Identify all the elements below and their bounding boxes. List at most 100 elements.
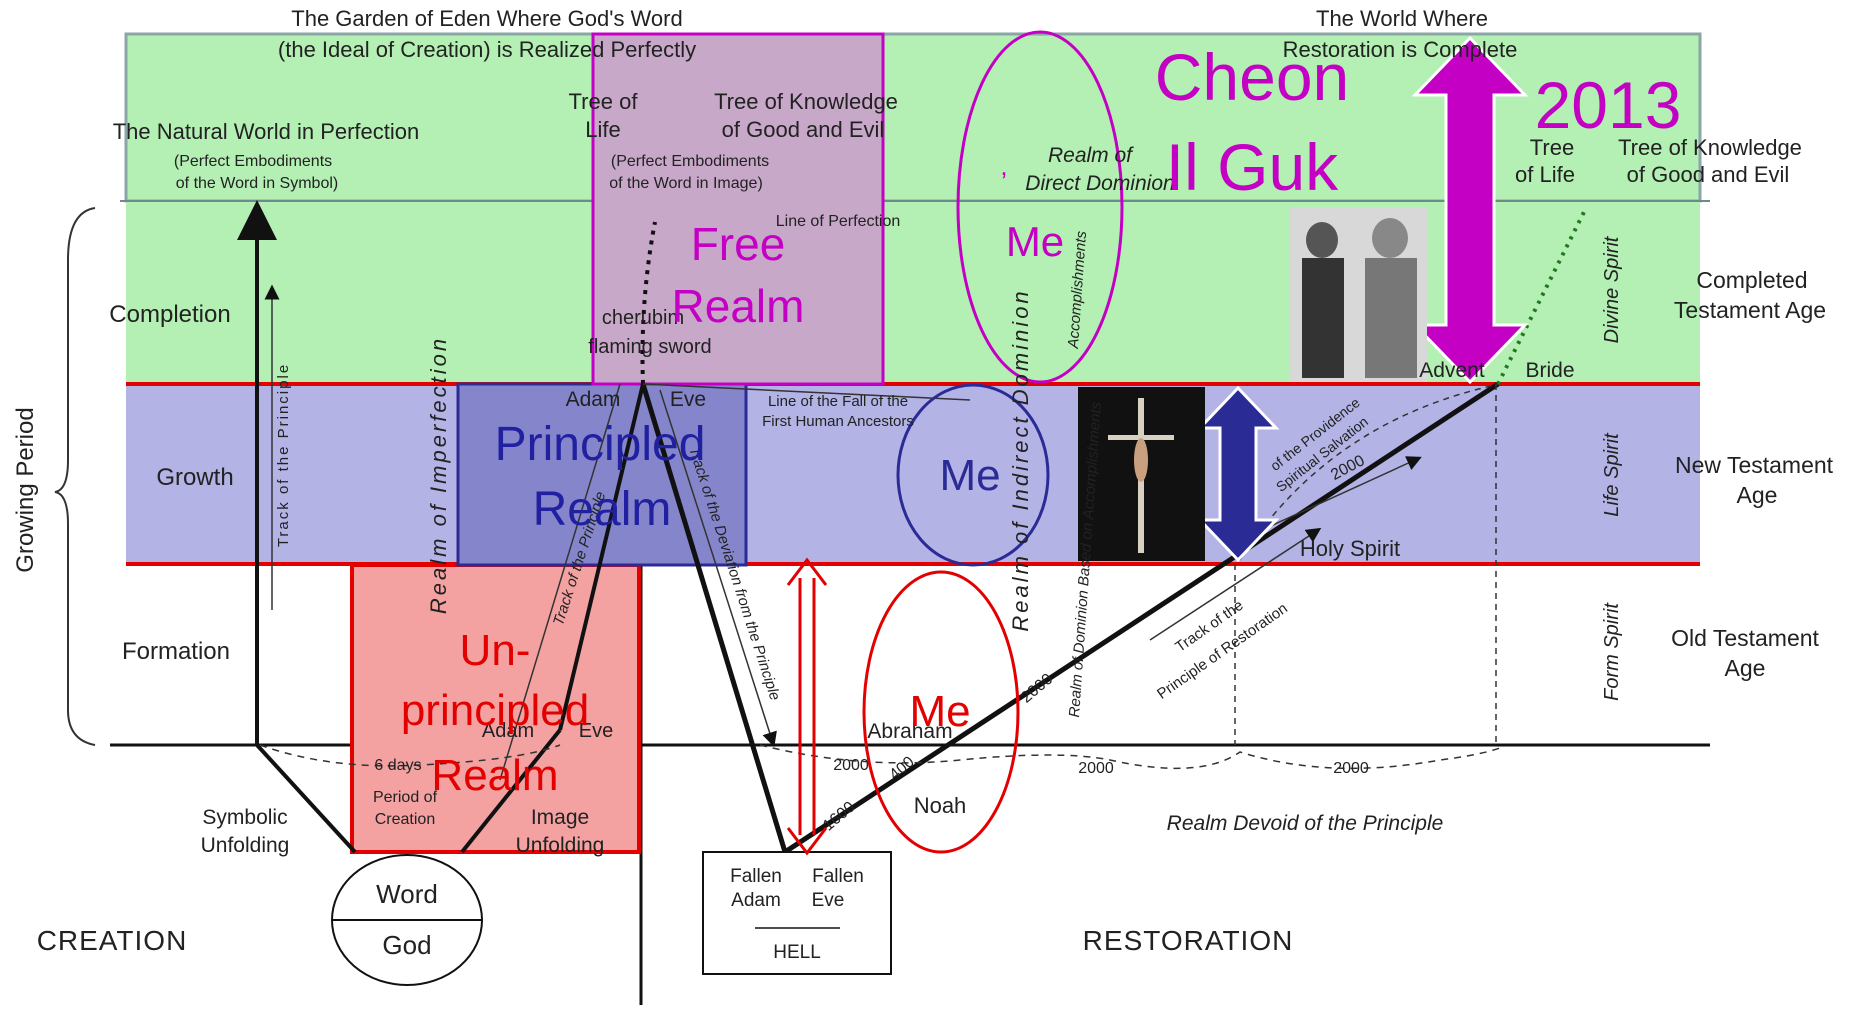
spiritual-salvation-dashed: [1239, 383, 1501, 561]
completed-testament-1: Completed: [1696, 267, 1807, 293]
realm-imperfection: Realm of Imperfection: [426, 336, 451, 614]
track-of-principle: Track of the Principle: [275, 363, 292, 547]
new-testament-2: Age: [1737, 482, 1778, 508]
me-top-label: Me: [1006, 218, 1064, 265]
cheon-il-guk-1: Cheon: [1155, 40, 1350, 114]
natural-world: The Natural World in Perfection: [113, 119, 420, 144]
noah-label: Noah: [914, 793, 967, 818]
crucifix-image: [1078, 387, 1205, 561]
fallen-eve-1: Fallen: [812, 866, 864, 887]
cherubim: cherubim: [602, 307, 684, 329]
comma-mark: ,: [1000, 151, 1007, 181]
magenta-double-arrow: [1411, 35, 1529, 385]
num-2000-c: 2000: [1333, 760, 1369, 777]
cheon-il-guk-2: Il Guk: [1166, 130, 1339, 204]
me-mid-label: Me: [939, 451, 1000, 500]
tree-of-life-1: Tree of: [569, 89, 639, 114]
growing-period: Growing Period: [12, 407, 39, 572]
new-testament-1: New Testament: [1675, 452, 1834, 478]
adam-low: Adam: [482, 720, 534, 742]
principled-realm-label-2: Realm: [533, 483, 672, 536]
image-unfolding-2: Unfolding: [516, 834, 605, 857]
red-double-arrow: [786, 557, 828, 856]
top-green-band: [124, 32, 1702, 203]
deviation-track: [659, 389, 777, 748]
eve-top: Eve: [670, 388, 706, 411]
eve-low: Eve: [579, 720, 613, 742]
tree-of-life-2: Life: [585, 117, 620, 142]
fall-track-line: [642, 383, 971, 401]
row-completion: Completion: [109, 301, 230, 328]
perfect-image-1: (Perfect Embodiments: [611, 153, 769, 170]
advent-label: Advent: [1419, 359, 1485, 382]
baseline-dashed-curve: [259, 744, 1501, 770]
line-of-fall-2: First Human Ancestors: [762, 413, 914, 430]
image-track: [558, 383, 645, 731]
abraham-label: Abraham: [867, 720, 952, 743]
fallen-eve-2: Eve: [812, 890, 845, 911]
perfect-image-2: of the Word in Image): [609, 175, 763, 192]
unfolding-left: [255, 743, 357, 854]
realm-direct-1: Realm of: [1048, 144, 1134, 167]
me-low-ellipse: [862, 570, 1020, 854]
free-realm-box: [591, 32, 885, 386]
line-of-fall-1: Line of the Fall of the: [768, 393, 908, 410]
period-creation-2: Creation: [375, 811, 435, 828]
unprincipled-realm-box: [350, 563, 641, 854]
right-tree-knowledge-2: of Good and Evil: [1627, 162, 1790, 187]
eden-title-2: (the Ideal of Creation) is Realized Perf…: [278, 37, 696, 62]
unprincipled-label-3: Realm: [431, 751, 558, 800]
free-realm-label-2: Realm: [672, 280, 805, 332]
line-of-perfection-dotted: [640, 221, 657, 385]
period-creation-1: Period of: [373, 789, 438, 806]
fallen-adam-2: Adam: [731, 890, 781, 911]
num-1600: 1600: [820, 799, 858, 835]
wedding-photo: [1290, 207, 1427, 382]
realm-indirect: Realm of Indirect Dominion: [1008, 288, 1033, 631]
word-label: Word: [376, 879, 438, 909]
form-spirit: Form Spirit: [1601, 602, 1623, 701]
symbolic-unfolding-2: Unfolding: [201, 834, 290, 857]
principled-realm-label-1: Principled: [495, 418, 706, 471]
restoration-track: [783, 381, 1500, 855]
me-top-ellipse: [956, 30, 1124, 384]
principled-realm-box: [456, 382, 748, 567]
navy-double-arrow: [1196, 385, 1280, 563]
me-low-label: Me: [909, 687, 970, 736]
year-2013: 2013: [1535, 68, 1682, 142]
growing-period-brace: [54, 207, 96, 746]
hell-label: HELL: [773, 942, 821, 963]
restoration-thin: [1149, 527, 1322, 641]
tree-knowledge-1: Tree of Knowledge: [714, 89, 898, 114]
completion-green-band: [126, 201, 1700, 384]
fall-track: [640, 383, 788, 853]
world-title-1: The World Where: [1316, 6, 1488, 31]
free-realm-label-1: Free: [691, 218, 786, 270]
tree-knowledge-2: of Good and Evil: [722, 117, 885, 142]
realm-direct-2: Direct Dominion: [1025, 172, 1174, 195]
right-tree-knowledge-1: Tree of Knowledge: [1618, 135, 1802, 160]
divine-spirit: Divine Spirit: [1601, 235, 1623, 343]
world-title-2: Restoration is Complete: [1283, 37, 1518, 62]
num-2000-b: 2000: [1078, 760, 1114, 777]
bride-label: Bride: [1525, 359, 1574, 382]
me-mid-ellipse: [896, 383, 1050, 567]
symbolic-unfolding-1: Symbolic: [202, 806, 287, 829]
hell-box: [702, 851, 892, 975]
right-tree-life-2: of Life: [1515, 162, 1575, 187]
perfect-symbol-1: (Perfect Embodiments: [174, 153, 332, 170]
fallen-adam-1: Fallen: [730, 866, 782, 887]
adam-top: Adam: [566, 388, 621, 411]
creation-label: CREATION: [37, 925, 188, 956]
image-unfolding-1: Image: [531, 806, 589, 829]
right-tree-life-1: Tree: [1530, 135, 1574, 160]
growth-blue-band: [126, 384, 1700, 564]
row-formation: Formation: [122, 638, 230, 665]
god-label: God: [382, 930, 431, 960]
life-spirit: Life Spirit: [1601, 432, 1623, 517]
old-testament-2: Age: [1725, 655, 1766, 681]
old-testament-1: Old Testament: [1671, 625, 1819, 651]
perfect-symbol-2: of the Word in Symbol): [176, 175, 338, 192]
